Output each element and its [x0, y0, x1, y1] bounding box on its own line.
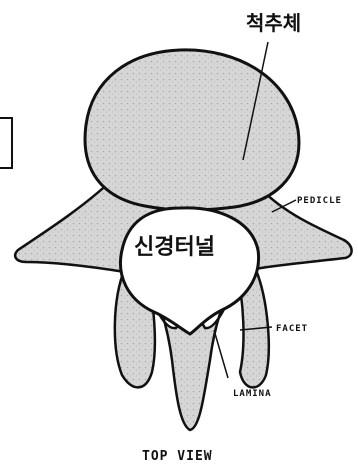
spinal-canal-label: 신경터널 [134, 235, 215, 260]
lamina-pointer-line [214, 330, 228, 378]
vertebral-body-label: 척추체 [246, 11, 301, 35]
edge-box-fragment [0, 118, 12, 168]
pedicle-label: PEDICLE [297, 196, 342, 206]
facet-label: FACET [276, 324, 308, 334]
vertebral-body [85, 50, 299, 210]
view-label: TOP VIEW [142, 449, 213, 464]
lamina-label: LAMINA [233, 389, 272, 399]
